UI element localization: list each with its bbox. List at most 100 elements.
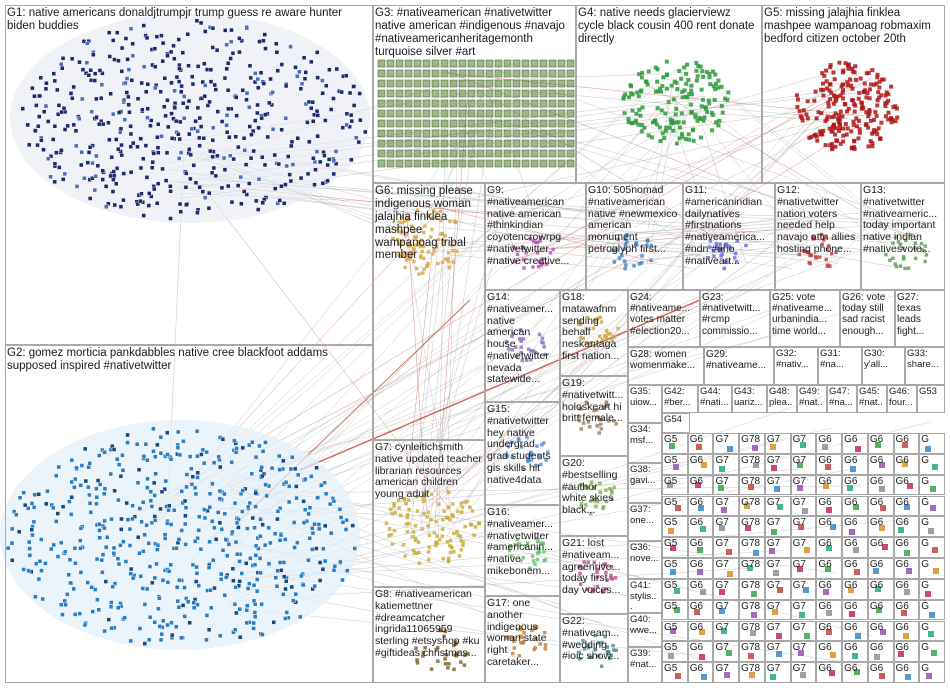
node (331, 96, 336, 101)
node (305, 120, 310, 125)
node (162, 487, 167, 492)
small-group-cell: G (919, 474, 945, 496)
small-group-cell: G6 (867, 474, 894, 496)
edge-line (695, 70, 890, 228)
node (144, 35, 150, 41)
node (312, 521, 317, 527)
node (258, 70, 264, 75)
group-label-g54: G54 (664, 414, 682, 425)
small-group-cell: G7 (790, 433, 817, 454)
node (89, 109, 95, 114)
small-group-node (932, 567, 939, 574)
small-group-cell: G6 (816, 662, 843, 683)
small-group-cell: G6 (893, 537, 920, 558)
node (229, 27, 234, 33)
node (191, 605, 197, 610)
node (295, 472, 301, 478)
node (202, 61, 207, 66)
node (125, 432, 130, 438)
edge-line (692, 65, 924, 251)
small-group-cell: G6 (816, 558, 843, 579)
node (222, 28, 228, 33)
node (307, 505, 313, 510)
node (178, 89, 184, 95)
node (172, 507, 177, 513)
node (237, 606, 242, 612)
small-group-cell: G (919, 516, 945, 538)
small-group-node (799, 611, 806, 618)
small-group-cell: G6 (687, 641, 714, 663)
node (248, 556, 253, 561)
node (275, 68, 280, 73)
node (60, 56, 66, 61)
group-label-g14: G14: #nativeamer... native american hous… (487, 291, 553, 386)
group-label-g13: G13: #nativetwitter #nativeameric... tod… (863, 184, 938, 255)
node (172, 105, 178, 111)
node (198, 124, 204, 129)
cluster-g2-halo (0, 420, 360, 650)
small-group-cell: G78 (739, 453, 765, 475)
node (252, 79, 258, 85)
node (60, 65, 65, 71)
node (268, 76, 273, 82)
group-label-g1: G1: native americans donaldjtrumpjr trum… (7, 7, 342, 32)
small-group-node (748, 653, 755, 660)
node (163, 178, 169, 183)
node (95, 163, 101, 168)
small-group-cell: G5 (662, 558, 688, 579)
group-panel-g10: G10: 505nomad #nativeamerican native #ne… (586, 183, 683, 290)
small-group-label: G6 (844, 600, 858, 612)
node (78, 483, 83, 488)
edge-line (451, 74, 838, 515)
node (71, 122, 76, 128)
small-group-cell: G7 (764, 578, 791, 600)
group-panel-g16: G16: #nativeamer... #nativetwitter #amer… (485, 505, 560, 596)
small-group-cell: G7 (764, 453, 791, 475)
small-group-cell: G (919, 558, 945, 579)
node (146, 203, 152, 208)
small-group-label: G6 (844, 517, 858, 529)
node (97, 68, 103, 73)
small-group-node (930, 504, 937, 511)
node (176, 79, 182, 84)
group-panel-g29: G29: #nativeame... (704, 347, 774, 385)
small-group-label: G6 (689, 600, 704, 612)
small-group-label: G7 (766, 517, 781, 529)
node (59, 148, 64, 153)
node (288, 44, 293, 49)
node (69, 457, 75, 463)
node (195, 105, 201, 111)
small-group-node (718, 466, 725, 473)
node (112, 57, 117, 62)
small-group-label: G7 (766, 538, 781, 550)
small-group-cell: G6 (842, 495, 868, 517)
group-panel-g28: G28: women womenmake... (628, 347, 704, 385)
node (151, 449, 156, 454)
node (92, 78, 97, 83)
node (249, 471, 254, 476)
node (49, 546, 54, 552)
node (210, 45, 216, 50)
node (130, 503, 135, 508)
node (105, 535, 110, 540)
node (172, 56, 177, 61)
node (215, 153, 220, 159)
group-label-g38: G38: gavi... (630, 464, 656, 486)
small-group-label: G7 (715, 454, 729, 466)
small-group-label: G5 (664, 579, 678, 591)
node (255, 102, 260, 108)
small-group-label: G78 (741, 663, 761, 675)
node (224, 42, 229, 47)
small-group-node (927, 527, 934, 534)
edge-line (299, 299, 701, 471)
node (126, 67, 132, 72)
node (144, 175, 150, 180)
small-group-cell: G7 (713, 599, 740, 621)
small-group-cell: G7 (790, 558, 817, 579)
node (239, 38, 244, 43)
group-panel-g49: G49: #nat... (797, 385, 827, 413)
small-group-cell: G5 (662, 495, 688, 517)
node (143, 143, 149, 148)
node (244, 97, 249, 102)
group-label-g33: G33: share... (907, 348, 939, 370)
